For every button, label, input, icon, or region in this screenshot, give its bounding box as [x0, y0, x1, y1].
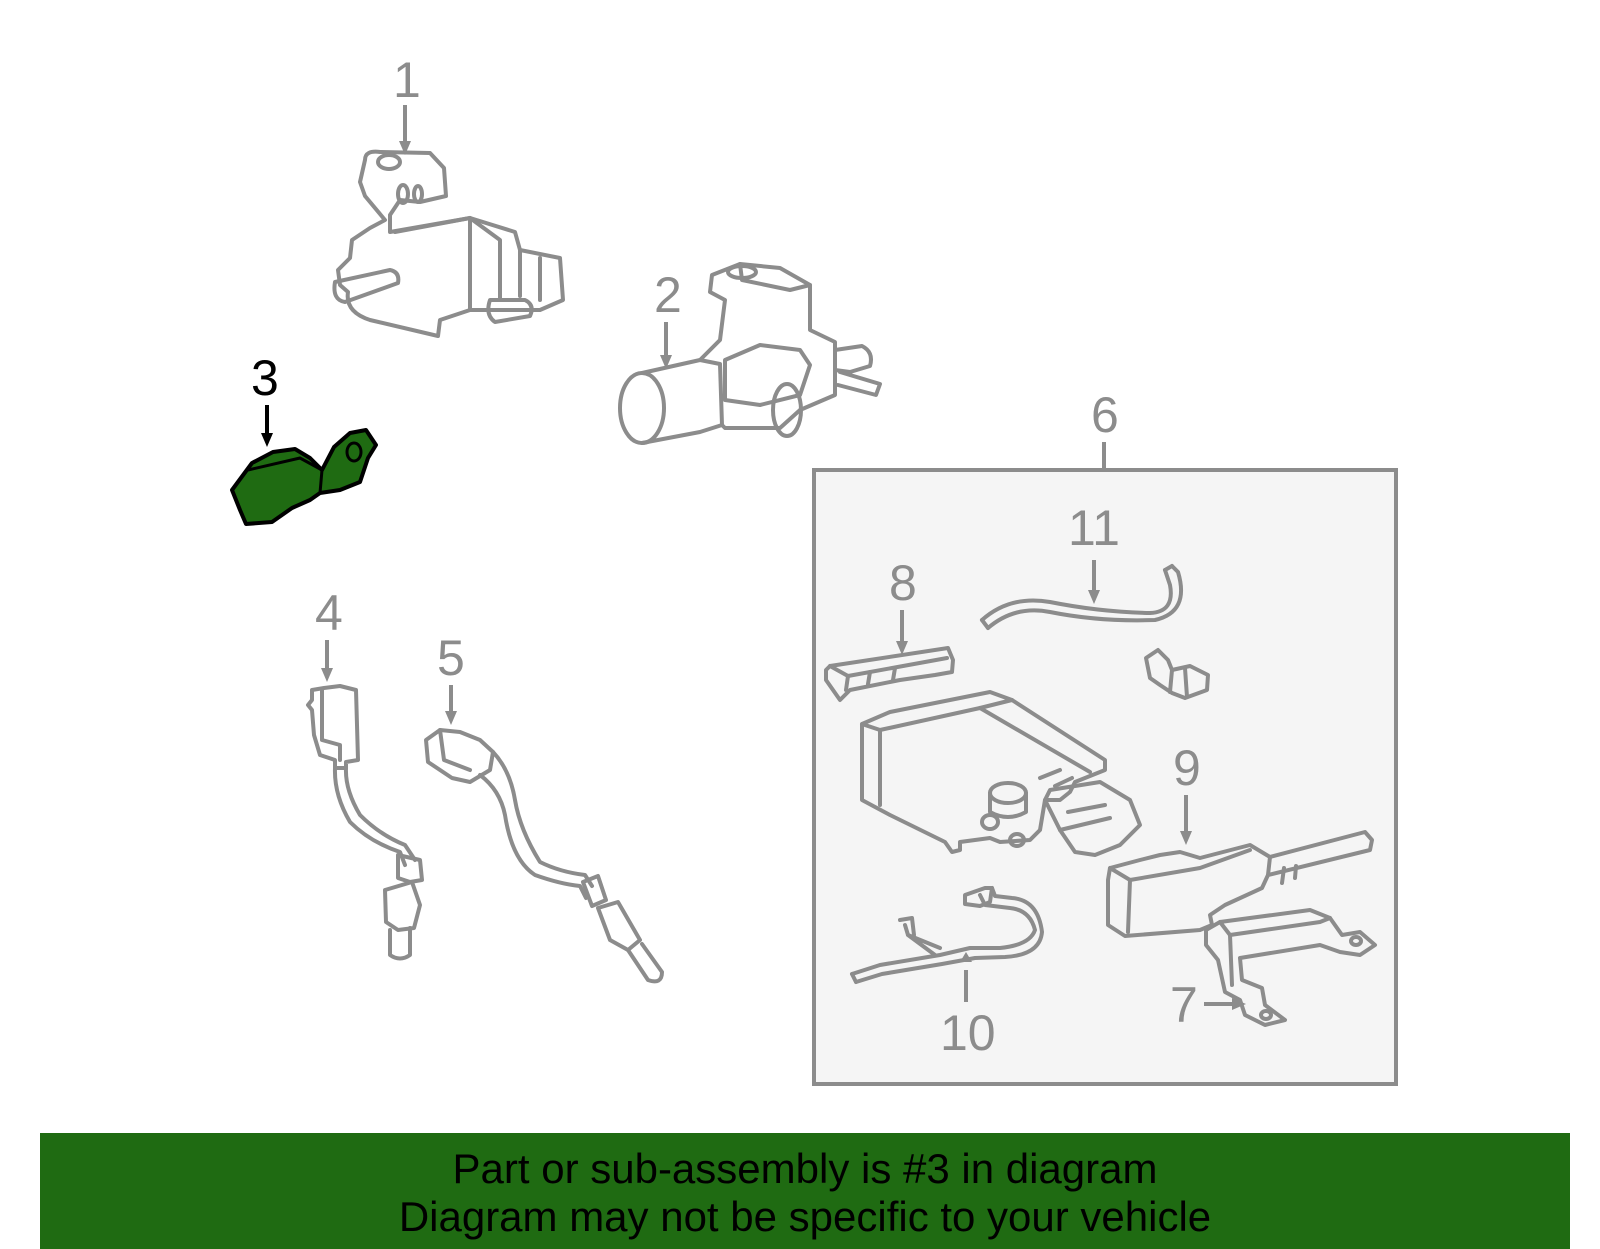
part-1-valve[interactable] — [332, 149, 565, 338]
callout-9: 9 — [1173, 740, 1201, 796]
callout-7: 7 — [1170, 977, 1198, 1033]
part-9-filter[interactable] — [1106, 830, 1374, 938]
kit-box-6 — [812, 468, 1398, 1086]
part-11-hose[interactable] — [980, 564, 1184, 630]
banner-line-2: Diagram may not be specific to your vehi… — [398, 1193, 1212, 1240]
part-4-oxygen-sensor[interactable] — [306, 684, 424, 961]
callout-3: 3 — [251, 350, 279, 406]
part-8-bracket[interactable] — [824, 646, 955, 702]
parts-diagram: 1 2 3 4 — [230, 52, 1398, 1086]
part-10-pipe[interactable] — [850, 886, 1044, 984]
callout-6: 6 — [1091, 387, 1119, 443]
part-7-bracket[interactable] — [1204, 908, 1377, 1027]
callout-10: 10 — [940, 1005, 996, 1061]
callout-2: 2 — [654, 267, 682, 323]
callout-11: 11 — [1068, 500, 1120, 556]
part-3-sensor-highlighted[interactable] — [230, 428, 378, 526]
callout-5: 5 — [437, 630, 465, 686]
check-valve[interactable] — [1144, 648, 1210, 700]
callout-1: 1 — [393, 52, 421, 108]
banner-line-1: Part or sub-assembly is #3 in diagram — [452, 1145, 1158, 1192]
part-2-solenoid[interactable] — [618, 262, 882, 445]
callout-8: 8 — [889, 555, 917, 611]
part-5-oxygen-sensor[interactable] — [424, 728, 664, 984]
charcoal-canister[interactable] — [860, 690, 1142, 857]
info-banner: Part or sub-assembly is #3 in diagram Di… — [40, 1133, 1570, 1249]
callout-4: 4 — [315, 585, 343, 641]
